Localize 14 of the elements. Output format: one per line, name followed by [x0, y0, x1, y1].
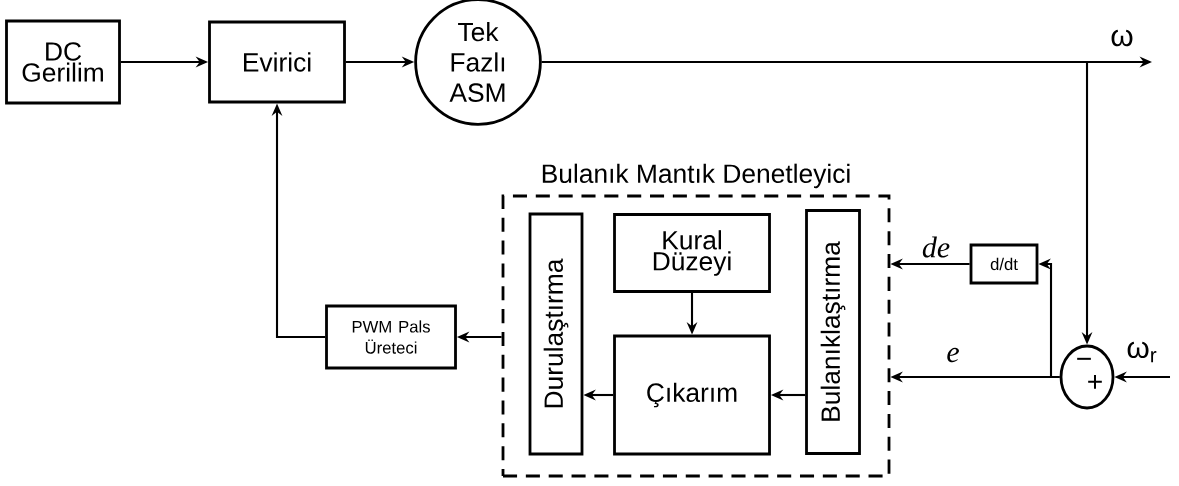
process-box: PWM Pals Üreteci [325, 304, 457, 370]
group-title: Bulanık Mantık Denetleyici [542, 163, 850, 189]
process-box: Evirici [208, 20, 346, 104]
edge-label: ω$_{r}$ [1124, 339, 1160, 365]
process-box: d/dt [969, 243, 1039, 285]
edge-label: ω [1108, 28, 1136, 48]
summing-junction: − + [1059, 344, 1115, 410]
process-bar: Durulaştırma [528, 212, 584, 456]
process-box: Kural Düzeyi [613, 213, 771, 293]
process-box: Çıkarım [613, 334, 771, 456]
process-bar: Bulanıklaştırma [805, 209, 861, 455]
process-box: DC Gerilim [5, 19, 121, 105]
edge-label: de [920, 234, 952, 260]
edge-label: e [944, 346, 962, 364]
